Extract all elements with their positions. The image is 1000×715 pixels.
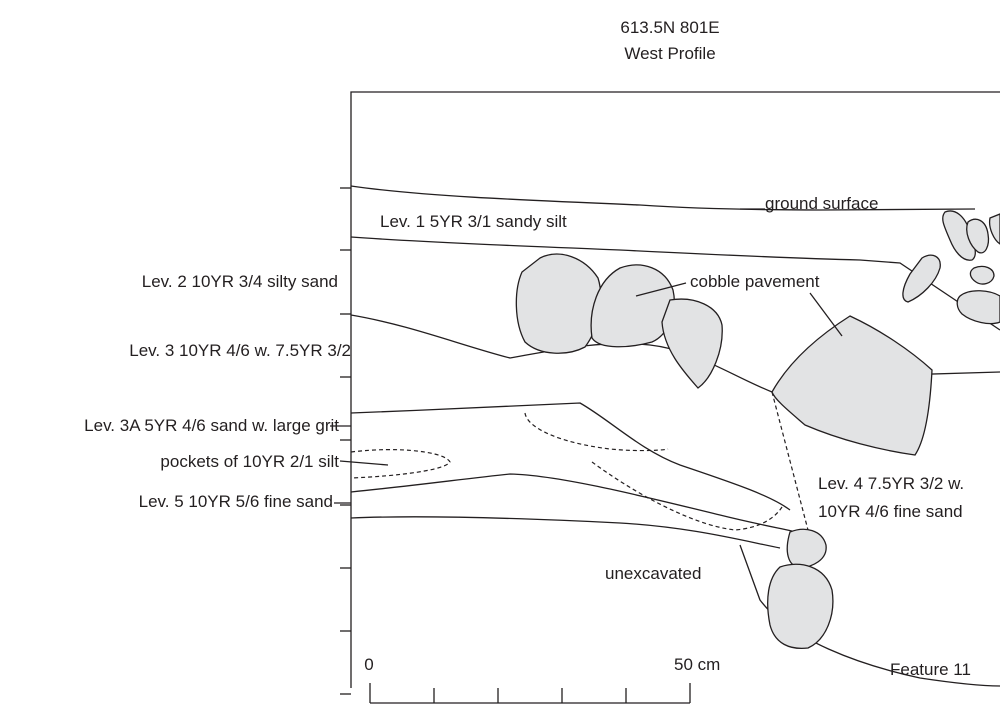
cobble-stones (515, 210, 1000, 650)
ground-surface-line (350, 185, 976, 211)
lev1-lower-boundary (350, 236, 1000, 331)
cobble-pavement-label: cobble pavement (690, 272, 820, 291)
lev3-lower-boundary (350, 402, 791, 511)
lev5-upper-boundary (350, 516, 781, 549)
unexcavated-label: unexcavated (605, 564, 701, 583)
cobble-stone (969, 265, 995, 285)
scale-bar: 0 50 cm (364, 655, 720, 704)
lev3-label: Lev. 3 10YR 4/6 w. 7.5YR 3/2 (129, 341, 351, 360)
cobble-stone (661, 298, 723, 389)
ground-surface-label: ground surface (765, 194, 878, 213)
pockets-label: pockets of 10YR 2/1 silt (160, 452, 339, 471)
cobble-stone (515, 253, 602, 354)
cobble-stone (767, 563, 834, 650)
cobble-stone (771, 315, 933, 456)
lev5-label: Lev. 5 10YR 5/6 fine sand (139, 492, 333, 511)
scale-bar-start-label: 0 (364, 655, 373, 674)
silt-pocket-center (524, 412, 669, 452)
lev4-boundary-dashed (771, 391, 809, 531)
lev2-label: Lev. 2 10YR 3/4 silty sand (142, 272, 338, 291)
cobble-leader-left (635, 282, 687, 297)
cobble-leader-right (809, 292, 843, 337)
lev3a-label: Lev. 3A 5YR 4/6 sand w. large grit (84, 416, 339, 435)
cobble-stone (988, 213, 1000, 245)
lev4-label-line1: Lev. 4 7.5YR 3/2 w. (818, 474, 964, 493)
lev4-label-line2: 10YR 4/6 fine sand (818, 502, 963, 521)
unit-frame (350, 91, 1000, 688)
pockets-leader (339, 460, 389, 466)
cobble-stone (786, 528, 827, 569)
silt-pocket-lower (591, 461, 783, 531)
cobble-stone (590, 264, 675, 348)
lev1-label: Lev. 1 5YR 3/1 sandy silt (380, 212, 567, 231)
cobble-stone (942, 210, 976, 261)
cobble-stone (956, 290, 1000, 325)
cobble-stone (902, 254, 941, 303)
unit-title: 613.5N 801E (620, 18, 719, 37)
silt-pocket-left (350, 449, 451, 479)
depth-ticks (340, 187, 351, 695)
cobble-stone (966, 218, 990, 254)
scale-bar-end-label: 50 cm (674, 655, 720, 674)
profile-title: West Profile (624, 44, 715, 63)
feature-label: Feature 11 (890, 660, 971, 679)
